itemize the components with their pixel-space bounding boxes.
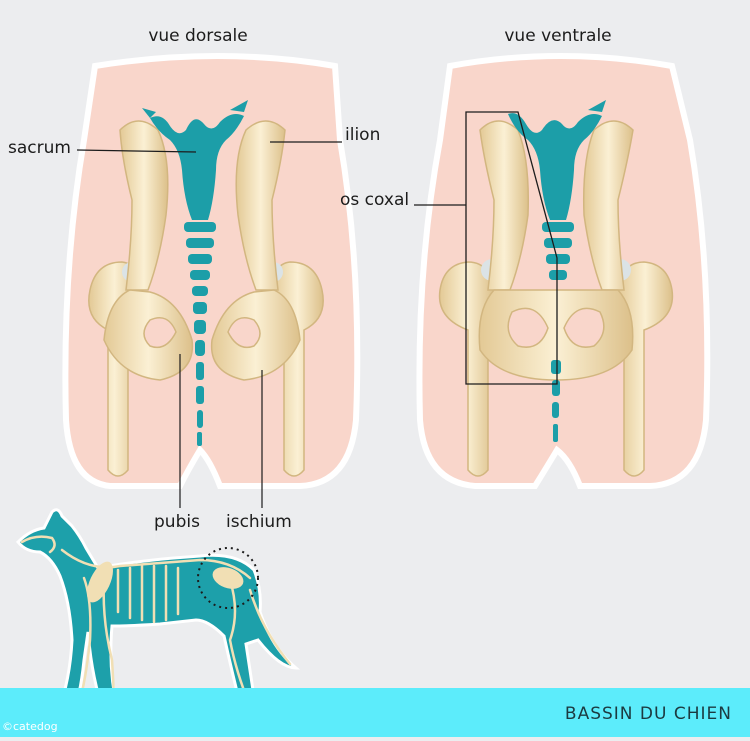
ventral-right-femur [617, 261, 674, 477]
os-coxal-label: os coxal [340, 190, 410, 210]
dorsal-left-ilium [119, 120, 169, 291]
dog-scapula [87, 561, 113, 603]
dorsal-right-ischium-plate [210, 289, 301, 381]
os-coxal-bracket [465, 111, 558, 385]
footer-band [0, 688, 750, 737]
dorsal-left-ischium-plate [103, 289, 194, 381]
dorsal-right-ilium [235, 120, 286, 291]
sacrum-leader-line [76, 149, 197, 153]
credit-text: ©catedog [2, 720, 58, 733]
ischium-label: ischium [226, 512, 292, 532]
ventral-right-ilium [582, 120, 634, 291]
dog-silhouette [15, 508, 301, 714]
dog-skeleton-figure [15, 508, 301, 714]
dog-pelvis-bone [212, 567, 244, 589]
ilion-label: ilion [345, 125, 381, 145]
dog-pelvis-highlight-circle [197, 547, 259, 609]
ventral-view [414, 53, 711, 489]
pubis-label: pubis [154, 512, 200, 532]
sacrum-label: sacrum [8, 138, 71, 158]
ventral-view-title: vue ventrale [504, 26, 612, 46]
ventral-sacrum [508, 100, 606, 220]
dorsal-view-title: vue dorsale [148, 26, 248, 46]
footer-title: BASSIN DU CHIEN [564, 704, 732, 724]
ventral-left-femur [438, 261, 495, 477]
dorsal-view [62, 53, 361, 508]
dorsal-sacrum [142, 100, 248, 220]
dorsal-tail-vertebrae [184, 222, 216, 446]
